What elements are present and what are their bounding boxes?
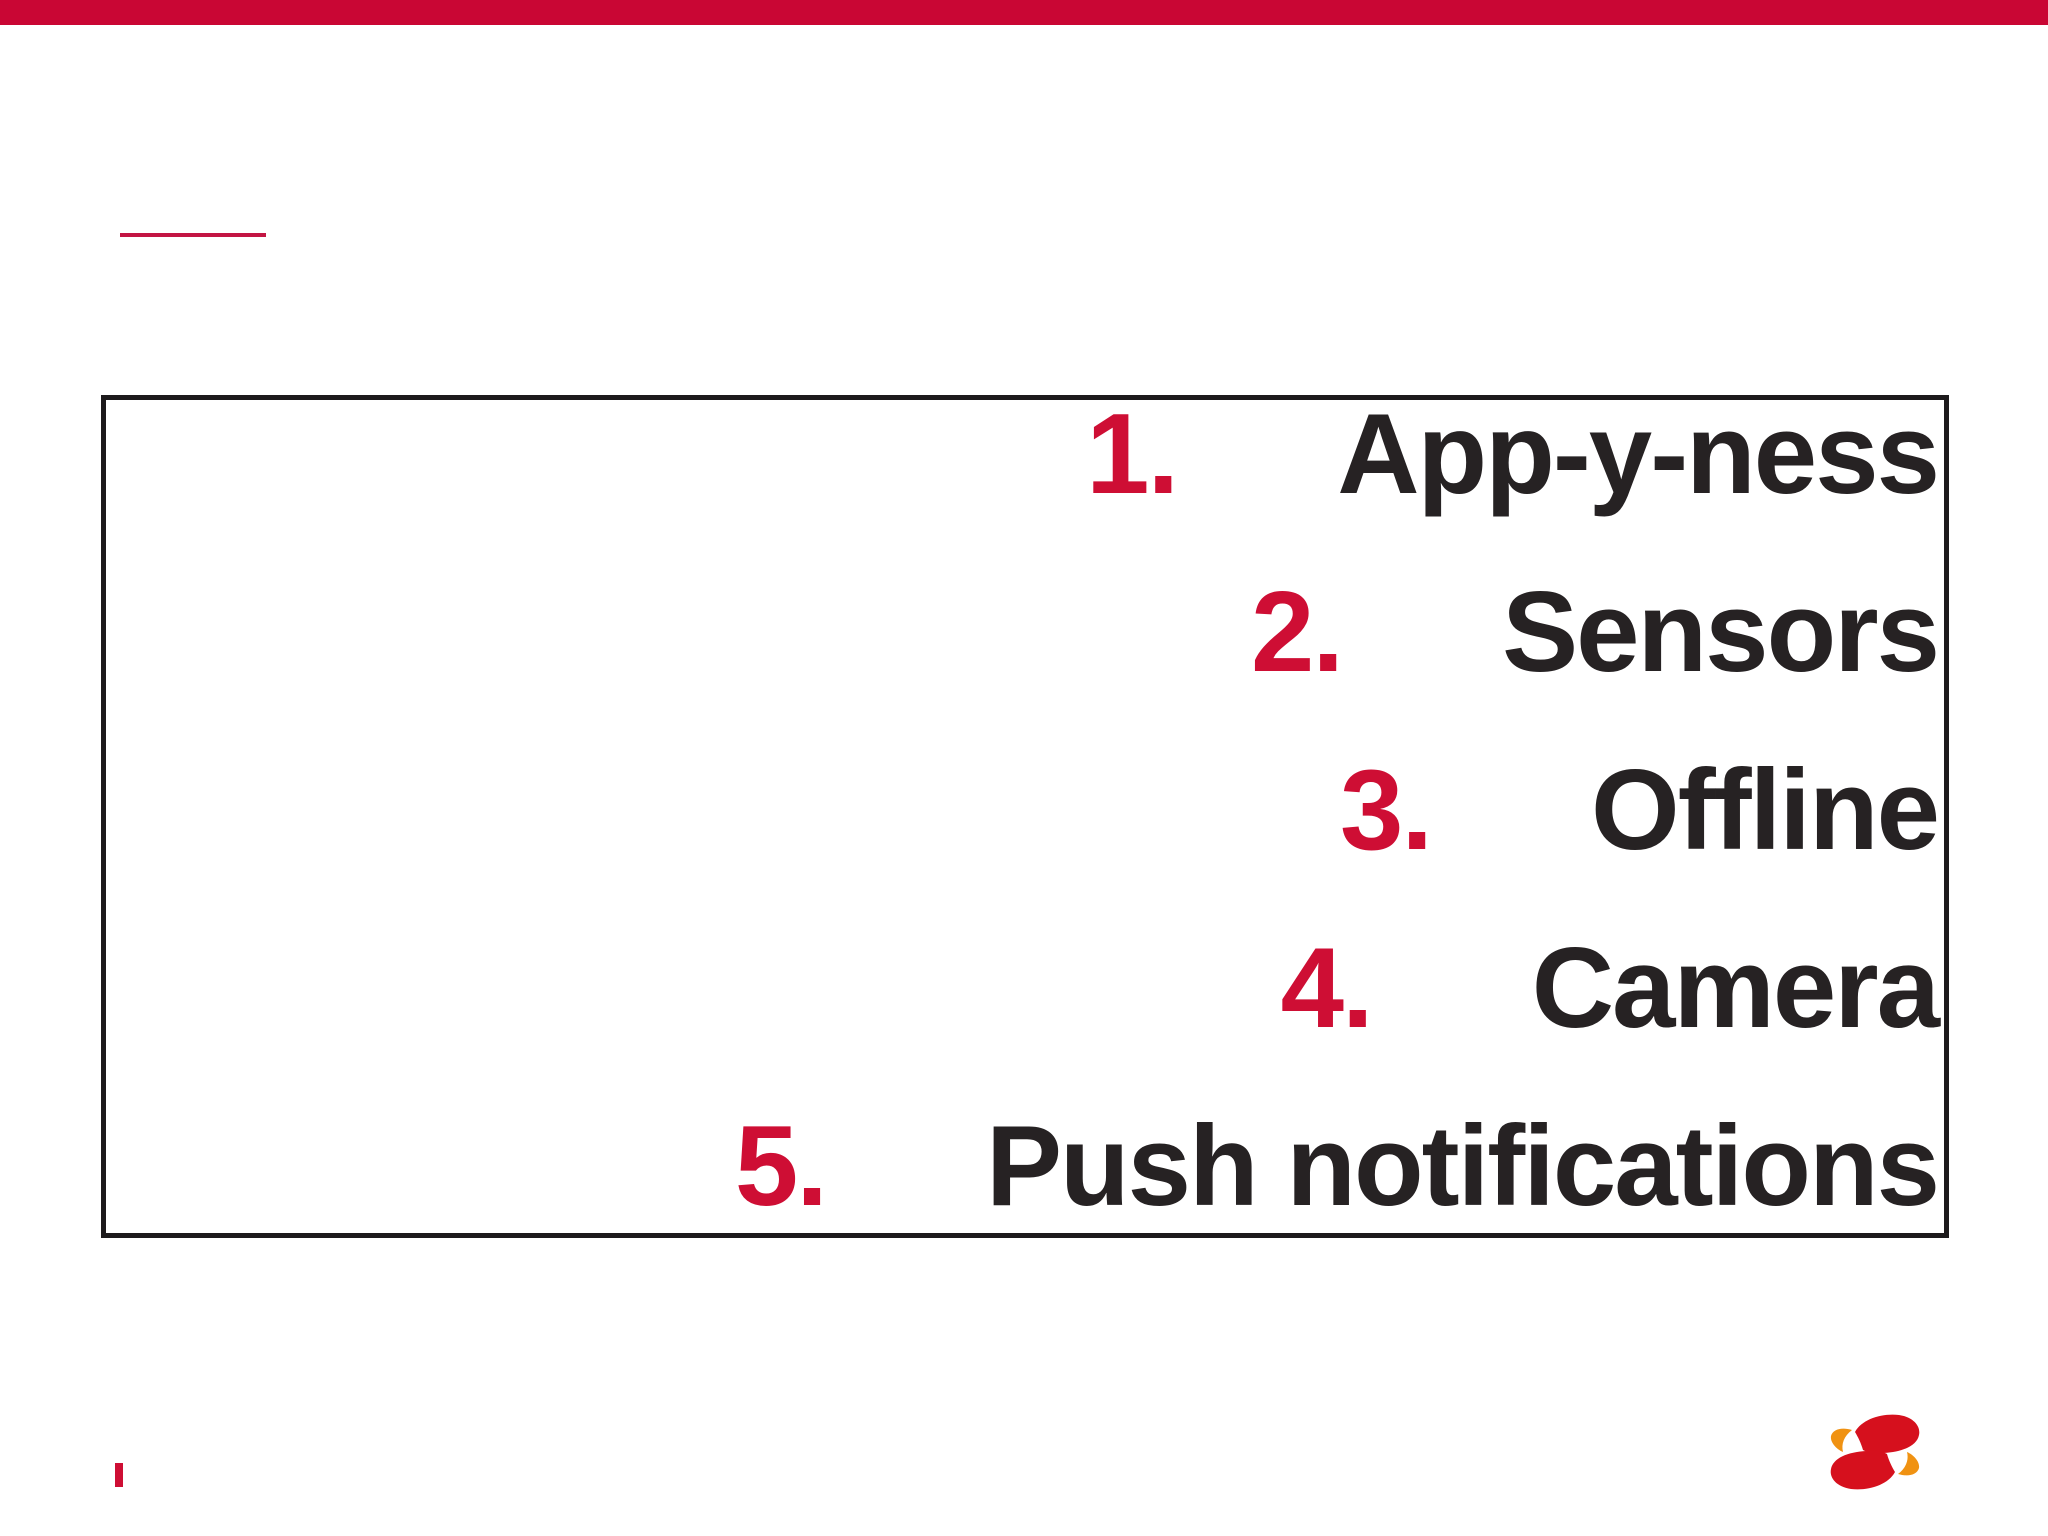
- logo-bottom-swoosh: [1830, 1450, 1920, 1490]
- logo-top-swoosh: [1830, 1414, 1920, 1454]
- list-item-label: Push notifications: [985, 1103, 1940, 1230]
- s-swoosh-logo-icon: [1830, 1414, 1920, 1490]
- list-item: 3. Offline: [1339, 722, 1940, 900]
- content-box: [101, 395, 1949, 1238]
- title-underline: [120, 233, 266, 237]
- list-item-number: 4.: [1280, 925, 1374, 1052]
- list-item: 5. Push notifications: [734, 1078, 1940, 1256]
- list-item-number: 3.: [1339, 747, 1433, 874]
- list-item-number: 5.: [734, 1103, 828, 1230]
- list-item-label: Offline: [1591, 747, 1940, 874]
- numbered-list: 1. App-y-ness 2. Sensors 3. Offline 4. Camer…: [734, 366, 1940, 1256]
- list-item-label: App-y-ness: [1337, 391, 1940, 518]
- logo-bottom-orange-tip: [1898, 1452, 1920, 1476]
- logo-bottom-red-body: [1830, 1450, 1895, 1490]
- list-item: 2. Sensors: [1251, 544, 1940, 722]
- list-item-number: 1.: [1086, 391, 1179, 518]
- list-item-number: 2.: [1251, 569, 1344, 696]
- logo-top-red-body: [1855, 1414, 1920, 1454]
- list-item-label: Sensors: [1502, 569, 1940, 696]
- slide-number-marker: [115, 1463, 123, 1487]
- top-accent-bar: [0, 0, 2048, 25]
- logo-top-orange-tip: [1830, 1428, 1852, 1452]
- list-item: 1. App-y-ness: [1086, 366, 1940, 544]
- list-item: 4. Camera: [1280, 900, 1940, 1078]
- list-item-label: Camera: [1531, 925, 1940, 1052]
